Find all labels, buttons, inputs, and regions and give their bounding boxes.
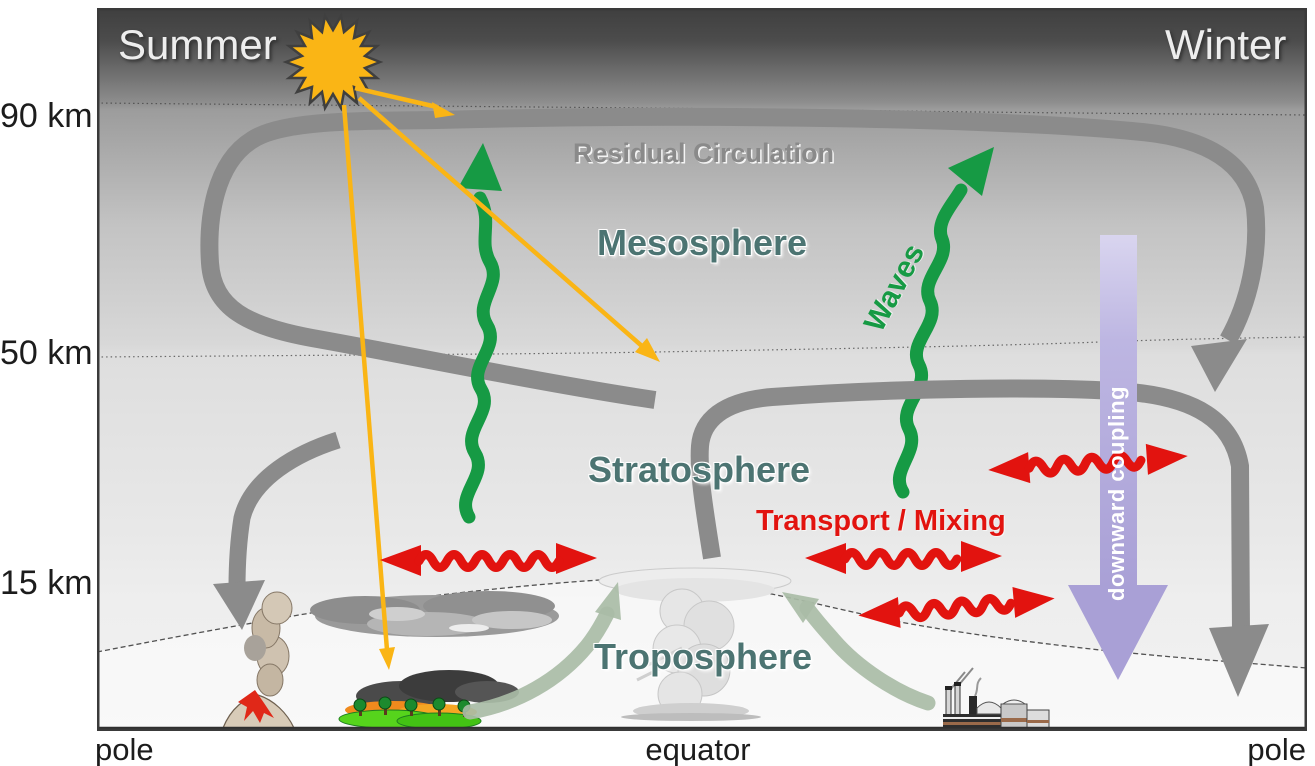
gravity-wave-arrow-summer bbox=[458, 143, 502, 524]
downward-coupling-arrow bbox=[1068, 235, 1168, 680]
convection-arrows bbox=[462, 582, 936, 720]
planetary-wave-arrow-winter bbox=[892, 147, 994, 499]
summer-descent-arrowhead bbox=[213, 580, 265, 630]
volcano-icon bbox=[222, 591, 295, 729]
residual-circulation-arrows bbox=[200, 107, 1269, 697]
summer-label: Summer bbox=[118, 21, 277, 68]
stratosphere-label: Stratosphere bbox=[588, 449, 811, 490]
sun-icon bbox=[282, 12, 384, 112]
transport-mixing-label: Transport / Mixing bbox=[756, 505, 1006, 537]
altitude-tick-90km: 90 km bbox=[0, 97, 93, 135]
solar-radiation-rays bbox=[341, 85, 660, 670]
wildfire-icon bbox=[338, 670, 519, 730]
thunderstorm-icon bbox=[598, 567, 792, 721]
x-axis-pole-right: pole bbox=[1247, 732, 1306, 766]
residual-circulation-label: Residual Circulation bbox=[573, 138, 835, 168]
cirrus-cloud-icon bbox=[310, 591, 559, 637]
mixing-arrow-winter-mid bbox=[805, 541, 1002, 574]
stratosphere-arch-arrowhead bbox=[1209, 624, 1269, 697]
stratosphere-arch-band bbox=[690, 379, 1250, 634]
mixing-arrow-summer-stratosphere bbox=[380, 543, 597, 576]
mesosphere-loop-band bbox=[200, 107, 1266, 409]
x-axis-pole-left: pole bbox=[95, 732, 154, 766]
transport-mixing-arrows bbox=[380, 443, 1188, 628]
altitude-tick-15km: 15 km bbox=[0, 564, 93, 602]
mixing-arrow-winter-upper bbox=[988, 443, 1188, 484]
mixing-arrow-winter-troposphere bbox=[858, 587, 1055, 628]
mesosphere-loop-arrowhead bbox=[1191, 339, 1247, 392]
factory-icon bbox=[943, 667, 1050, 729]
mesosphere-label: Mesosphere bbox=[597, 222, 808, 263]
troposphere-label: Troposphere bbox=[594, 636, 813, 677]
x-axis-equator: equator bbox=[645, 732, 751, 766]
diagram-frame bbox=[97, 8, 1307, 731]
winter-label: Winter bbox=[1165, 21, 1287, 68]
altitude-tick-50km: 50 km bbox=[0, 334, 93, 372]
summer-descent-band bbox=[228, 431, 341, 589]
downward-coupling-label: downward coupling bbox=[1104, 385, 1129, 601]
diagram-canvas bbox=[97, 8, 1307, 731]
